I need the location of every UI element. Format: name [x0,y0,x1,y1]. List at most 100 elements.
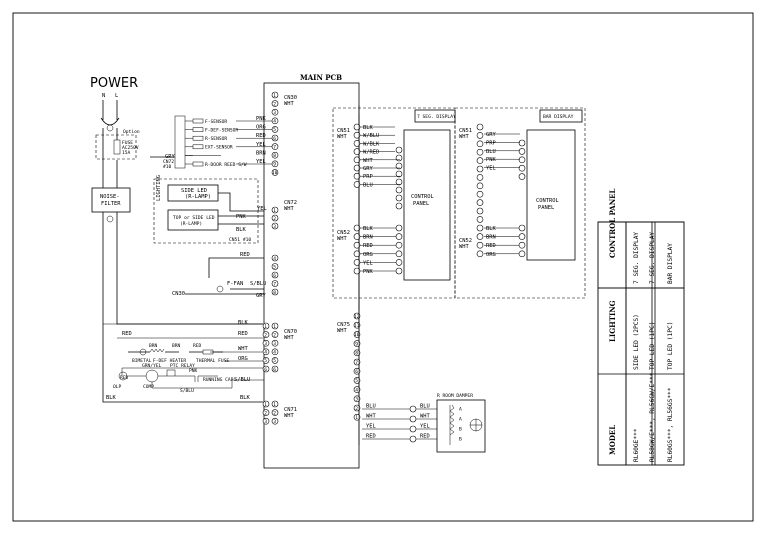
seg7-panel-pin-0 [395,146,403,154]
damper-wire-label-1: WHT [366,414,376,420]
seg7-panel-pin-b-4 [395,259,403,266]
cn75-pin-10 [353,331,361,338]
cn75-pin-label-4: 4 [355,387,358,393]
bar-cn51-pin-2 [476,140,484,148]
cn70-wire-label-2: WHT [238,346,248,352]
bar-panel-pin-3 [518,164,526,172]
cn70-wire-label-3: ORG [238,356,248,362]
fan-red: RED [240,252,250,258]
bar-panel-pin-b-3 [518,250,526,258]
cn72-ext-pin-7 [271,280,279,287]
cn70-red-left: RED [122,331,132,337]
cn72-ext-pin-label-7: 7 [273,281,276,287]
ptc-label: PTC RELAY [170,363,195,369]
lighting-section: LIGHTING SIDE LED(R-LAMP) TOP or SIDE LE… [153,175,267,244]
bar-cn51-pin-11 [476,216,484,223]
bar-cn52-wire-3: ORG [486,252,496,258]
bar-title-box [539,109,583,123]
damper-coil-icon [449,404,455,445]
cn70-a-pin-5 [262,357,270,364]
sensor-group: GRY CN72#10 [150,115,186,170]
seg7-panel-pin-6 [395,194,403,202]
cn75-pin-label-9: 9 [355,341,358,347]
top-side-led-label: TOP or SIDE LED(R-LAMP) [173,215,215,227]
seg7-cn52-wire-3: ORG [363,252,373,258]
fuse-option-box [95,134,137,160]
seg7-panel-pin-7 [395,202,403,210]
olp-label: OLP [113,384,122,390]
table-cell-0-2: 7 SEG. DISPLAY [633,232,640,284]
seg7-panel-pin-3 [395,170,403,178]
cn75-pin-11 [353,321,361,329]
cn70-wire-lines [103,323,263,376]
cn75-pin-label-5: 5 [355,378,358,384]
bar-cn52-wire-2: RED [486,243,496,249]
cn30-pin-8 [271,151,279,159]
seg7-panel-pin-b-1 [395,233,403,240]
sensor-wire-label-3: YEL [256,142,266,148]
cn71-b-pin-3 [271,417,279,425]
fuse-icon [113,139,121,155]
lighting-wires [218,192,264,225]
fan-wires [185,257,264,295]
bimetal-icon [139,348,147,356]
comp-label: COMP [143,384,154,390]
cn70-b-pin-label-5: 5 [273,358,276,364]
cn71-b-pin-label-1: 1 [273,402,276,408]
seg7-panel-pin-2 [395,162,403,170]
main-pcb-box [263,82,360,469]
cn71-wire-label: BLK [240,395,250,401]
bar-cn51-wire-0: GRY [486,132,496,138]
seg7-cn52-wire-0: BLK [363,226,373,232]
cn72-pin-label-1: 1 [273,208,276,214]
bar-cn51-pin-6 [476,174,484,181]
cn70-a-pin-label-2: 2 [264,332,267,338]
power-plug [100,117,120,126]
cn75-pin-4 [353,386,361,393]
seg7-control-panel [403,129,451,281]
bar-cn52-pin-3 [476,250,484,258]
cn70-a-pin-label-5: 5 [264,358,267,364]
fan-motor-icon [216,285,224,293]
bar-panel-pin-1 [518,148,526,155]
cn70-b-pin-label-3: 3 [273,341,276,347]
cn72-ext-pin-5 [271,263,279,270]
damper-wire-label-r-3: RED [420,434,430,440]
sensor-label-2: R-SENSOR [205,136,227,142]
bar-panel-pin-b-0 [518,224,526,232]
seg7-panel-pin-1 [395,154,403,162]
bar-panel-pin-2 [518,156,526,164]
cn75-pin-label-3: 3 [355,397,358,403]
cn30-pin-label-7: 7 [273,144,276,150]
seg7-cn52-wire-4: YEL [363,260,373,266]
olp-icon [118,371,128,381]
sensor-wire-label-0: PNK [256,116,266,122]
ground-icon [106,124,114,132]
seg7-title: 7 SEG. DISPLAY [417,114,456,120]
cn30-ext-label: CN30 [172,291,185,297]
seg7-panel-pin-b-5 [395,267,403,275]
thermal-fuse-icon [202,349,214,355]
cn51-small-label: CN51 #10 [229,237,251,243]
power-leads [102,100,118,120]
cn70-wire-label-1: RED [238,331,248,337]
damper-title: R ROOM DAMPER [437,393,473,399]
noise-filter-box [91,187,131,213]
seg7-cn52-wire-5: PNK [363,269,373,275]
comp-icon [145,369,159,383]
cn72-pin-3 [271,222,279,230]
power-n: N [102,93,105,99]
sensor-wire-label-4: BRN [256,150,266,156]
running-cap-label: RUNNING CAP. [203,377,236,383]
cn70-b-pin-2 [271,331,279,338]
cn30-pin-label-1: 1 [273,93,276,99]
cn75-pin-3 [353,395,361,403]
fan-label: F-FAN [227,281,243,287]
cn70-a-pin-label-3: 3 [264,341,267,347]
